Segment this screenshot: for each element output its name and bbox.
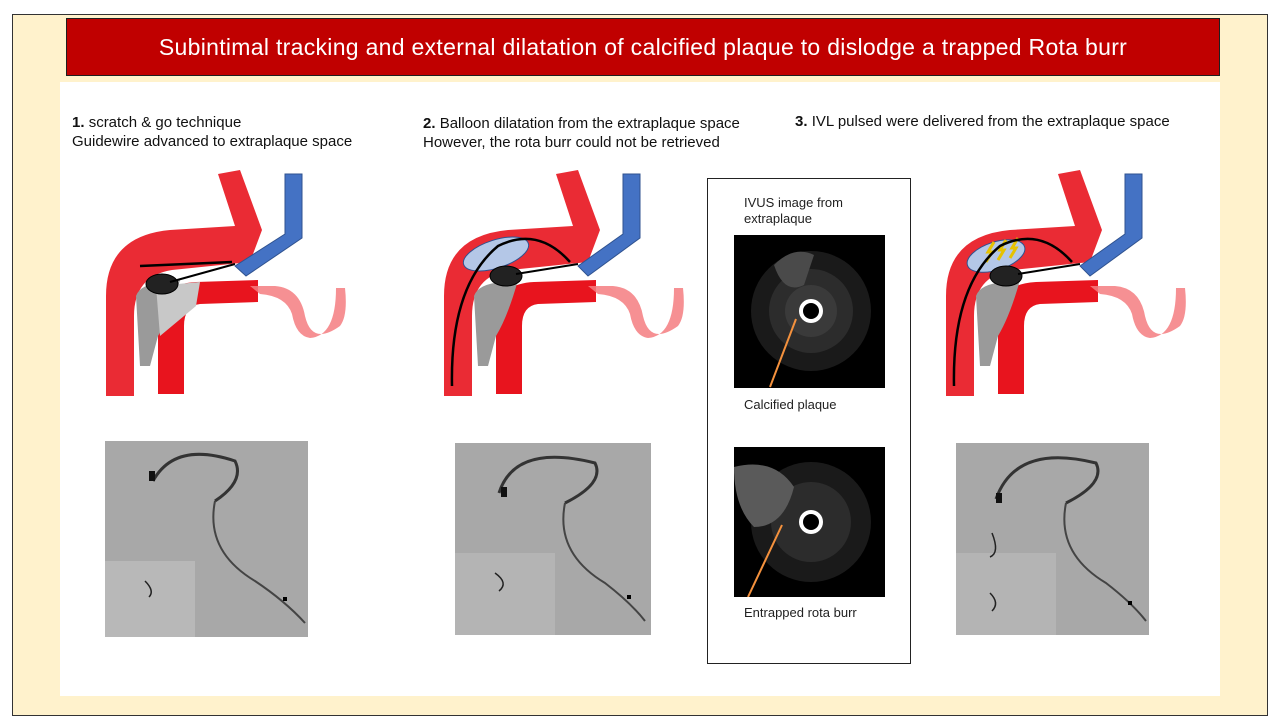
schematic-step-3 (946, 170, 1186, 396)
angiogram-step-2 (455, 443, 651, 635)
ivus-image-bottom (734, 447, 885, 597)
vessel-schematic (106, 170, 346, 396)
ivus-label-calcified-plaque: Calcified plaque (744, 397, 837, 412)
step-1-number: 1. (72, 114, 85, 131)
angiogram-step-3 (956, 443, 1149, 635)
ivus-heading: IVUS image from extraplaque (744, 195, 843, 226)
step-3-number: 3. (795, 113, 808, 130)
vessel-schematic (444, 170, 684, 396)
arrow-entrapped-burr (747, 524, 783, 597)
schematic-step-2 (444, 170, 684, 396)
ivus-image-top (734, 235, 885, 388)
arrow-calcified-plaque (769, 318, 797, 388)
step-2-line2: However, the rota burr could not be retr… (423, 134, 720, 151)
schematic-step-1 (106, 170, 346, 396)
angiogram-step-1 (105, 441, 308, 637)
step-3-line1: IVL pulsed were delivered from the extra… (811, 113, 1170, 130)
step-1-line1: scratch & go technique (88, 114, 242, 131)
step-2-caption: 2. Balloon dilatation from the extraplaq… (423, 114, 740, 152)
step-3-caption: 3. IVL pulsed were delivered from the ex… (795, 112, 1170, 131)
vessel-schematic (946, 170, 1186, 396)
step-1-line2: Guidewire advanced to extraplaque space (72, 133, 353, 150)
ivus-label-entrapped-burr: Entrapped rota burr (744, 605, 857, 620)
step-2-number: 2. (423, 115, 436, 132)
step-2-line1: Balloon dilatation from the extraplaque … (439, 115, 740, 132)
slide-title: Subintimal tracking and external dilatat… (66, 18, 1220, 76)
step-1-caption: 1. scratch & go technique Guidewire adva… (72, 113, 352, 151)
